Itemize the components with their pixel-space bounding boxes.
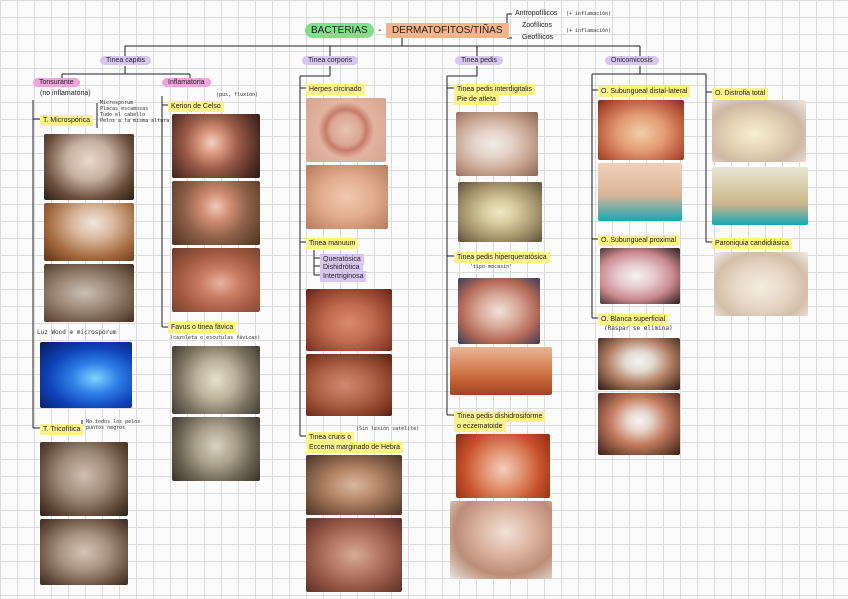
wood-lamp-photo: [40, 342, 132, 408]
hiper-note: 'tipo mocasín': [470, 264, 513, 270]
kerion-note: (pus, fluxión): [216, 92, 259, 98]
cruris-note: (Sin lesión satélite): [356, 426, 420, 432]
cruris-photo-2: [306, 518, 402, 592]
source-zoofilicos: Zoofílicos: [522, 22, 552, 29]
blanca-note: (Raspar se elimina): [604, 325, 673, 332]
source-geofilicos: Geofílicos: [522, 34, 554, 41]
blanca-photo-1: [598, 338, 680, 390]
t-microsporica-label: T. Microspórica: [40, 115, 94, 126]
subungueal-proximal-label: O. Subungueal proximal: [598, 235, 680, 246]
subungueal-distal-label: O. Subungueal distal-lateral: [598, 86, 691, 97]
kerion-photo-3: [172, 248, 260, 312]
pedis-dishidrosiforme-label: Tinea pedis dishidrosiforme: [454, 411, 546, 422]
wood-light-note: Luz Wood ⊕ microsporum: [37, 329, 117, 336]
tricofitica-photo-1: [40, 442, 128, 516]
interdigital-photo-2: [458, 182, 542, 242]
source-note-1: (+ inflamación): [566, 11, 612, 17]
inflamatoria-label: Inflamatoria: [162, 78, 211, 87]
scalp-photo-2: [44, 203, 134, 261]
microsporica-note: Microsporum Placas escamosas Tudo el cab…: [100, 100, 170, 124]
tinea-manuum-label: Tinea manuum: [306, 238, 359, 249]
cruris-photo-1: [306, 455, 402, 515]
hiper-photo-1: [458, 278, 540, 344]
herpes-photo-2: [306, 165, 388, 229]
interdigital-photo-1: [456, 112, 538, 176]
hiper-photo-2: [450, 347, 552, 395]
manuum-photo-2: [306, 354, 392, 416]
manuum-intertriginosa: Intertriginosa: [320, 271, 367, 282]
pie-atleta-label: Pie de atleta: [454, 94, 499, 105]
blanca-superficial-label: O. Blanca superficial: [598, 314, 669, 325]
tricofitica-photo-2: [40, 519, 128, 585]
title-separator: -: [378, 25, 382, 36]
distrofia-photo-1: [712, 100, 806, 162]
favus-photo-1: [172, 346, 260, 414]
title-dermatofitos: DERMATOFITOS/TIÑAS: [385, 23, 509, 38]
source-antropofilicos: Antropofílicos: [515, 10, 558, 17]
scalp-photo-3: [44, 264, 134, 322]
favus-note: (cazoleta o escutulas fávicas): [170, 335, 261, 341]
tonsurante-label: Tonsurante: [33, 78, 80, 87]
dish-photo-1: [456, 434, 550, 498]
title-bacterias: BACTERIAS: [305, 23, 374, 38]
manuum-photo-1: [306, 289, 392, 351]
source-note-2: (+ inflamación): [566, 28, 612, 34]
pedis-interdigital-label: Tinea pedis interdigitalis: [454, 84, 535, 95]
manuum-dishidrotica: Dishidrótica: [320, 262, 363, 273]
category-tinea-capitis: Tinea capitis: [100, 56, 152, 65]
distrofia-total-label: O. Distrofia total: [712, 88, 769, 99]
category-tinea-corporis: Tinea corporis: [302, 56, 359, 65]
category-onicomicosis: Onicomicosis: [605, 56, 659, 65]
kerion-celso-label: Kerion de Celso: [168, 101, 224, 112]
blanca-photo-2: [598, 393, 680, 455]
manuum-queratosica: Queratósica: [320, 254, 364, 265]
t-tricofitica-label: T. Tricofítica: [40, 424, 84, 435]
paroniquia-label: Paroniquia candidiásica: [712, 238, 792, 249]
tinea-cruris-label: Tinea cruris o: [306, 432, 355, 443]
eczematoide-label: o eczematoide: [454, 421, 506, 432]
favus-label: Favus o tinea fávica: [168, 322, 237, 333]
distal-photo-2: [598, 163, 682, 221]
tricofitica-note: No todos los pelos puntos negros: [86, 419, 141, 431]
pedis-hiperqueratosica-label: Tinea pedis hiperqueratósica: [454, 252, 550, 263]
distal-photo-1: [598, 100, 684, 160]
scalp-photo-1: [44, 134, 134, 200]
tonsurante-sub: (no inflamatoria): [40, 90, 91, 97]
herpes-circinado-label: Herpes circinado: [306, 84, 365, 95]
favus-photo-2: [172, 417, 260, 481]
main-title: BACTERIAS - DERMATOFITOS/TIÑAS: [305, 20, 509, 38]
kerion-photo-2: [172, 181, 260, 245]
dish-photo-2: [450, 501, 552, 579]
herpes-photo-1: [306, 98, 386, 162]
paroniquia-photo: [714, 252, 808, 316]
eccema-hebra-label: Eccema marginado de Hebra: [306, 442, 404, 453]
distrofia-photo-2: [712, 167, 808, 225]
category-tinea-pedis: Tinea pedis: [455, 56, 503, 65]
proximal-photo: [600, 248, 680, 304]
kerion-photo-1: [172, 114, 260, 178]
